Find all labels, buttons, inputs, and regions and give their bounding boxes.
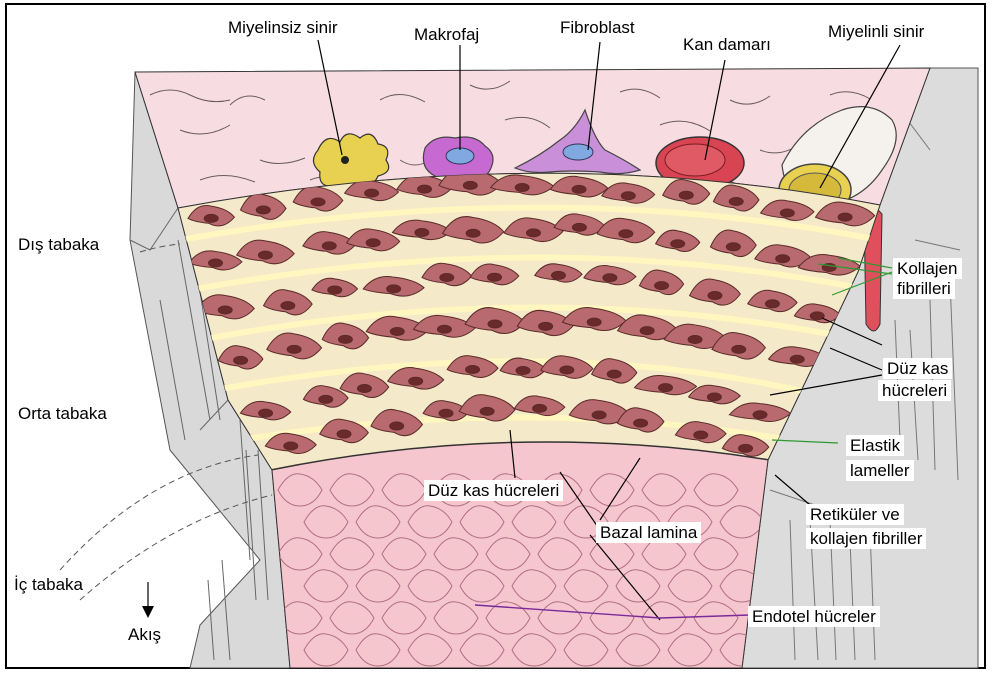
cell-nucleus: [688, 336, 702, 344]
cell-nucleus: [621, 192, 635, 200]
cell-nucleus: [765, 300, 779, 308]
label-fibroblast: Fibroblast: [560, 18, 635, 37]
cell-nucleus: [338, 335, 352, 343]
cell-nucleus: [587, 318, 601, 326]
cell-nucleus: [418, 185, 432, 193]
cell-nucleus: [463, 181, 477, 189]
cell-nucleus: [390, 422, 404, 430]
cell-nucleus: [218, 306, 232, 314]
cell-nucleus: [259, 409, 273, 417]
cell-nucleus: [572, 223, 586, 231]
cell-nucleus: [281, 302, 295, 310]
cell-nucleus: [440, 273, 454, 281]
cell-nucleus: [319, 395, 333, 403]
cell-nucleus: [365, 189, 379, 197]
cell-nucleus: [287, 345, 301, 353]
cell-nucleus: [357, 385, 371, 393]
cell-nucleus: [539, 322, 553, 330]
cell-nucleus: [679, 191, 693, 199]
label-outer-layer: Dış tabaka: [18, 235, 99, 254]
cell-nucleus: [753, 411, 767, 419]
cell-nucleus: [515, 184, 529, 192]
label-macrophage: Makrofaj: [414, 25, 479, 44]
cell-nucleus: [256, 206, 270, 214]
cell-nucleus: [533, 404, 547, 412]
label-middle-layer: Orta tabaka: [18, 404, 107, 423]
cell-nucleus: [516, 367, 530, 375]
label-reticular-line1: Retiküler ve: [806, 504, 904, 525]
label-smooth-muscle-right-line1: Düz kas: [883, 358, 952, 379]
label-reticular-line2: kollajen fibriller: [806, 528, 926, 549]
label-unmyelinated-nerve: Miyelinsiz sinir: [228, 18, 338, 37]
cell-nucleus: [634, 419, 648, 427]
cell-nucleus: [208, 259, 222, 267]
cell-nucleus: [387, 285, 401, 293]
cell-nucleus: [366, 239, 380, 247]
cell-nucleus: [480, 407, 494, 415]
cell-nucleus: [466, 365, 480, 373]
cell-nucleus: [726, 243, 740, 251]
label-collagen-fibrils-line2: fibrilleri: [893, 278, 955, 299]
cell-nucleus: [619, 230, 633, 238]
label-elastic-lamellae-line2: lameller: [846, 460, 914, 481]
label-endothelial-cells: Endotel hücreler: [748, 606, 880, 627]
cell-nucleus: [729, 197, 743, 205]
cell-nucleus: [732, 345, 746, 353]
cell-nucleus: [551, 271, 565, 279]
cell-nucleus: [284, 442, 298, 450]
cell-nucleus: [390, 327, 404, 335]
cell-nucleus: [592, 411, 606, 419]
label-smooth-muscle-right-line2: hücreleri: [878, 380, 951, 401]
cell-nucleus: [607, 370, 621, 378]
cell-nucleus: [655, 282, 669, 290]
cell-nucleus: [439, 409, 453, 417]
cell-nucleus: [739, 444, 753, 452]
intima-region: [272, 442, 768, 668]
cell-nucleus: [838, 213, 852, 221]
cell-nucleus: [790, 355, 804, 363]
label-elastic-lamellae-line1: Elastik: [846, 435, 904, 456]
cell-nucleus: [258, 251, 272, 259]
cell-nucleus: [204, 214, 218, 222]
cell-nucleus: [311, 198, 325, 206]
cell-nucleus: [409, 377, 423, 385]
label-collagen-fibrils-line1: Kollajen: [893, 258, 962, 279]
cell-nucleus: [488, 273, 502, 281]
cell-nucleus: [328, 286, 342, 294]
cell-nucleus: [776, 255, 790, 263]
cell-nucleus: [603, 274, 617, 282]
label-blood-vessel: Kan damarı: [683, 35, 771, 54]
cell-nucleus: [466, 229, 480, 237]
label-basal-lamina: Bazal lamina: [596, 522, 701, 543]
cell-nucleus: [337, 430, 351, 438]
cell-nucleus: [488, 320, 502, 328]
cell-nucleus: [437, 325, 451, 333]
cell-nucleus: [780, 209, 794, 217]
cell-nucleus: [640, 327, 654, 335]
cell-nucleus: [707, 393, 721, 401]
media-region: [178, 169, 880, 470]
cell-nucleus: [659, 384, 673, 392]
cell-nucleus: [560, 366, 574, 374]
label-myelinated-nerve: Miyelinli sinir: [828, 22, 924, 41]
label-inner-layer: İç tabaka: [14, 575, 83, 594]
label-smooth-muscle-center: Düz kas hücreleri: [424, 480, 563, 501]
cell-nucleus: [708, 292, 722, 300]
cell-nucleus: [234, 356, 248, 364]
cell-nucleus: [415, 228, 429, 236]
cell-nucleus: [322, 242, 336, 250]
label-flow: Akış: [128, 625, 161, 644]
cell-nucleus: [694, 431, 708, 439]
cell-nucleus: [671, 240, 685, 248]
cell-nucleus: [526, 229, 540, 237]
cell-nucleus: [572, 185, 586, 193]
